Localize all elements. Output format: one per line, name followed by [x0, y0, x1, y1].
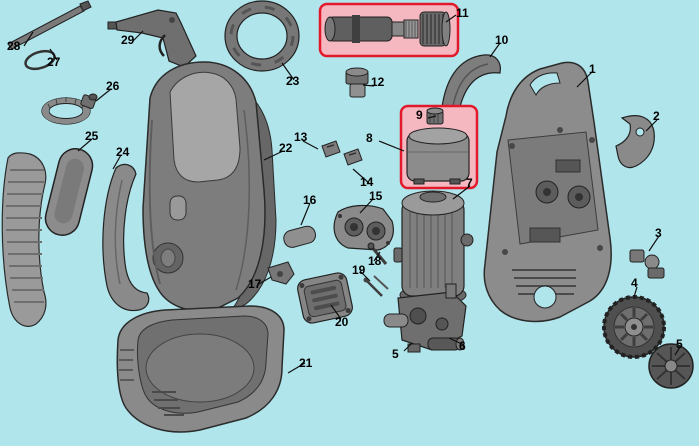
part-label-12: 12 [371, 75, 385, 89]
part-3-illustration [629, 249, 665, 279]
leader-lines [23, 14, 681, 374]
part-label-28: 28 [7, 39, 21, 53]
part-6-illustration [383, 283, 467, 353]
part-12-illustration [345, 67, 369, 98]
part-label-13: 13 [294, 130, 308, 144]
part-4-illustration [602, 295, 666, 359]
part-label-29: 29 [121, 33, 135, 47]
part-label-27: 27 [47, 55, 61, 69]
part-label-19: 19 [352, 263, 366, 277]
part-label-6: 6 [459, 339, 466, 353]
part-2-illustration [615, 115, 655, 169]
part-20-illustration [297, 272, 353, 324]
part-label-18: 18 [368, 254, 382, 268]
part-7-illustration [393, 190, 474, 306]
part-28-illustration [7, 0, 92, 50]
part-16-illustration [283, 225, 317, 248]
part-26-illustration [41, 93, 98, 125]
part-10-illustration [440, 54, 501, 118]
part-label-17: 17 [248, 277, 262, 291]
part-24-illustration [102, 163, 150, 312]
part-label-14: 14 [360, 175, 374, 189]
part-5-illustration [648, 343, 694, 389]
part-21-illustration [116, 305, 285, 433]
part-23-illustration [224, 0, 300, 72]
part-label-26: 26 [106, 79, 120, 93]
part-label-4: 4 [631, 276, 638, 290]
part-22-illustration [142, 61, 277, 313]
part-label-7: 7 [466, 176, 473, 190]
part-label-5: 5 [676, 337, 683, 351]
part-label-21: 21 [299, 356, 313, 370]
part-1-illustration [483, 61, 612, 323]
part-label-1: 1 [589, 62, 596, 76]
side-panel-ribbed-illustration [1, 152, 47, 327]
part-label-16: 16 [303, 193, 317, 207]
part-label-11: 11 [456, 6, 469, 20]
part-label-10: 10 [495, 33, 509, 47]
part-25-illustration [44, 148, 94, 236]
part-label-8: 8 [366, 131, 373, 145]
part-17-illustration [267, 261, 295, 285]
part-label-15: 15 [369, 189, 383, 203]
part-8-illustration [406, 127, 470, 185]
part-label-5b: 5 [392, 347, 399, 361]
part-label-9: 9 [416, 108, 423, 122]
part-label-20: 20 [335, 315, 349, 329]
part-label-22: 22 [279, 141, 293, 155]
part-label-23: 23 [286, 74, 300, 88]
part-9-illustration [426, 107, 444, 125]
part-label-3: 3 [655, 226, 662, 240]
part-11-illustration [324, 11, 451, 47]
part-15-illustration [333, 204, 394, 251]
part-13-illustration [321, 140, 341, 158]
part-label-24: 24 [116, 145, 130, 159]
part-label-25: 25 [85, 129, 99, 143]
part-label-2: 2 [653, 109, 660, 123]
part-14-illustration [343, 148, 363, 166]
